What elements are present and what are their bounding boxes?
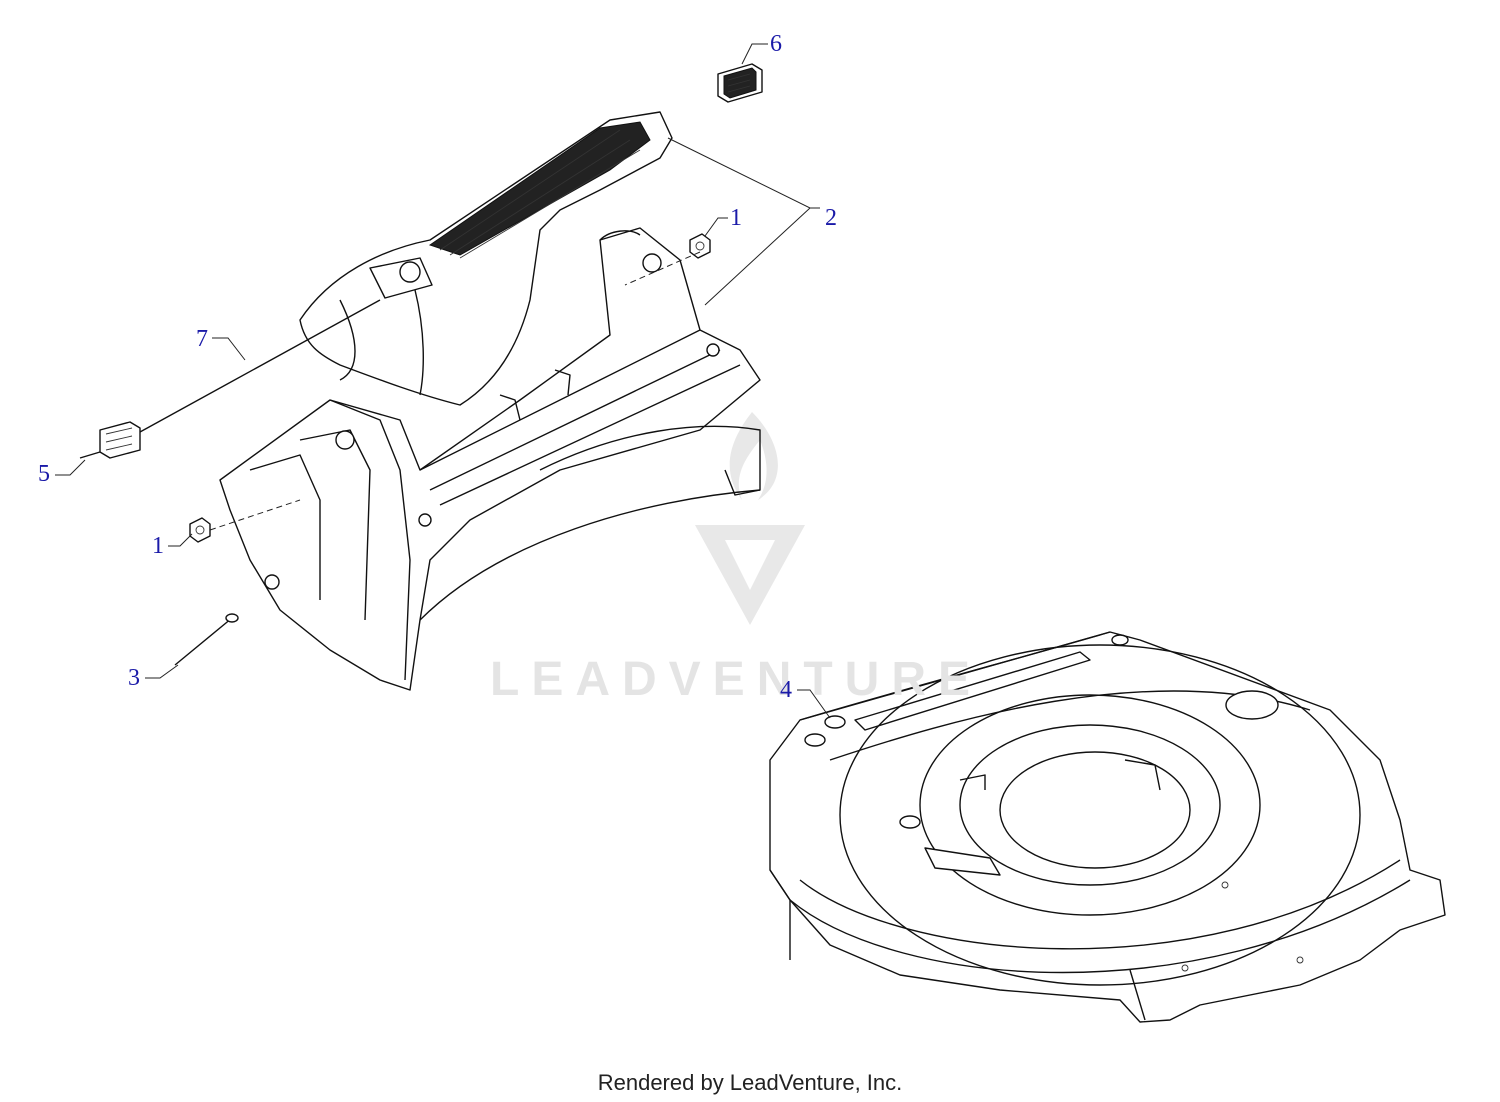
part-1-nut-lower — [189, 517, 211, 543]
footer-credit: Rendered by LeadVenture, Inc. — [597, 1070, 903, 1095]
callout-label-4[interactable]: 4 — [780, 677, 792, 703]
callout-label-3[interactable]: 3 — [128, 665, 140, 691]
watermark-text: LEADVENTURE — [490, 653, 983, 706]
callout-label-1-lower[interactable]: 1 — [152, 533, 164, 559]
callout-label-1-upper[interactable]: 1 — [730, 205, 742, 231]
part-7-cable — [139, 299, 381, 433]
callout-label-6[interactable]: 6 — [770, 31, 782, 57]
callout-label-7[interactable]: 7 — [196, 326, 208, 352]
part-6-bracket — [717, 63, 763, 103]
callout-label-5[interactable]: 5 — [38, 461, 50, 487]
main-body-frame — [219, 227, 761, 691]
part-3-bolt — [174, 613, 239, 666]
callout-label-2[interactable]: 2 — [825, 205, 837, 231]
watermark-logo-icon — [695, 412, 805, 625]
part-5-cable-clip — [79, 421, 141, 459]
part-2-rear-cover — [299, 111, 673, 406]
leader-lines — [55, 43, 831, 719]
part-1-nut-upper — [689, 233, 711, 259]
part-4-mower-deck — [769, 631, 1446, 1023]
